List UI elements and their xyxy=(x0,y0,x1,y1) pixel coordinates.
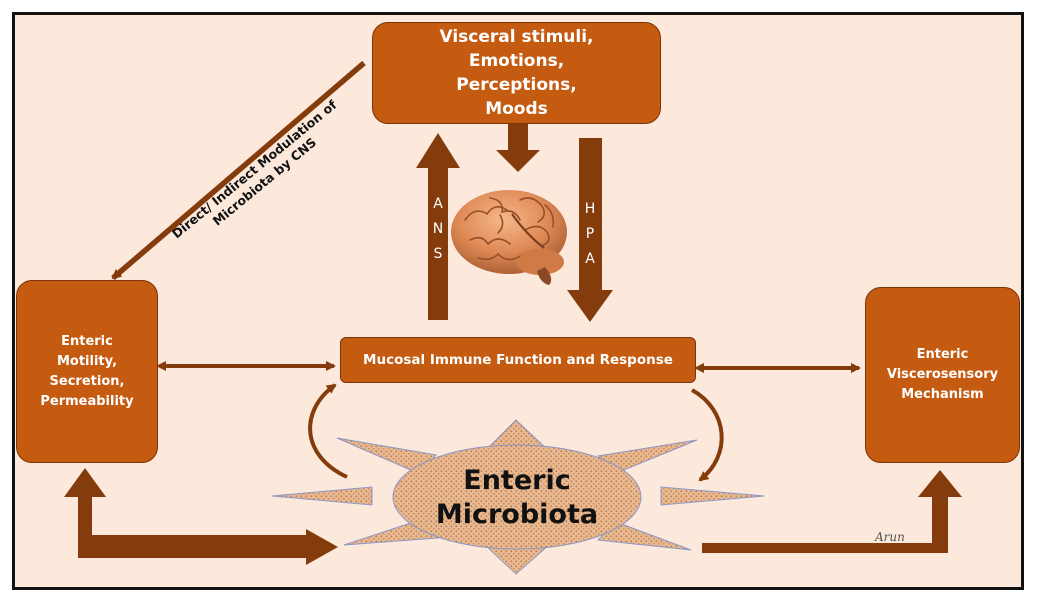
ray-right xyxy=(660,486,765,506)
microbiota-sun: Enteric Microbiota xyxy=(271,419,765,575)
left-bottom-double-arrow xyxy=(64,468,338,565)
cns-modulation-label: Direct/ Indirect Modulation of Microbiot… xyxy=(169,97,340,242)
cns-label-line1: Direct/ Indirect Modulation of xyxy=(169,97,340,242)
microbiota-label-line2: Microbiota xyxy=(436,499,598,530)
enteric-viscerosensory-label: Enteric Viscerosensory Mechanism xyxy=(886,347,999,402)
hpa-arrow: H P A xyxy=(567,138,613,322)
enteric-motility-label: Enteric Motility, Secretion, Permeabilit… xyxy=(40,333,134,409)
hpa-letter-p: P xyxy=(586,226,594,242)
hpa-letter-h: H xyxy=(585,201,596,217)
brain-icon xyxy=(451,190,567,285)
visceral-stimuli-label: Visceral stimuli, Emotions, Perceptions,… xyxy=(439,27,594,119)
ray-left xyxy=(271,486,373,506)
ans-arrow: A N S xyxy=(416,133,460,320)
top-to-brain-arrow xyxy=(496,124,540,172)
microbiota-label-line1: Enteric xyxy=(463,465,570,496)
artist-signature: Arun xyxy=(874,530,905,544)
mucosal-immune-label: Mucosal Immune Function and Response xyxy=(363,352,673,368)
microbiota-to-immune-curve xyxy=(308,383,348,479)
visceral-stimuli-box: Visceral stimuli, Emotions, Perceptions,… xyxy=(372,22,661,124)
immune-to-microbiota-curve xyxy=(691,388,724,482)
microbiota-ellipse xyxy=(392,444,642,550)
hpa-letter-a: A xyxy=(585,251,595,267)
ans-letter-a: A xyxy=(433,196,443,212)
mucosal-immune-box: Mucosal Immune Function and Response xyxy=(340,337,696,383)
cns-modulation-arrow xyxy=(111,60,366,281)
right-bottom-arrow xyxy=(702,470,962,553)
ans-letter-n: N xyxy=(433,221,443,237)
enteric-viscerosensory-box: Enteric Viscerosensory Mechanism xyxy=(865,287,1020,463)
ans-letter-s: S xyxy=(434,246,443,262)
enteric-motility-box: Enteric Motility, Secretion, Permeabilit… xyxy=(16,280,158,463)
